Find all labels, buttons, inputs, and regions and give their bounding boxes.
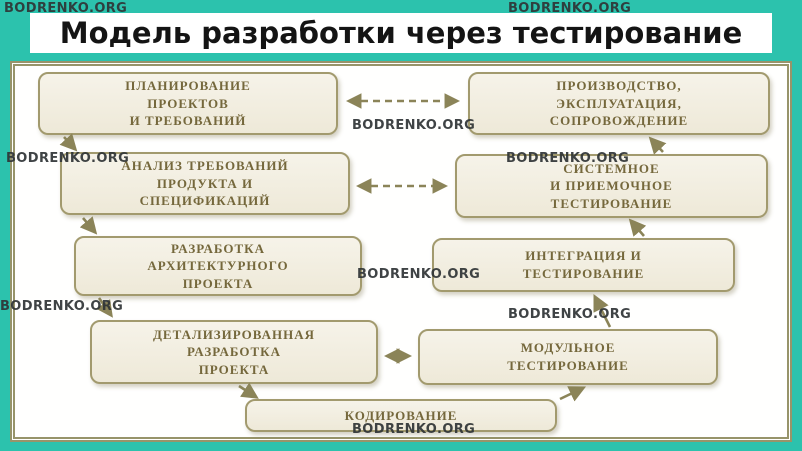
watermark: BODRENKO.ORG [357, 267, 481, 282]
box-production: ПРОИЗВОДСТВО, ЭКСПЛУАТАЦИЯ, СОПРОВОЖДЕНИ… [468, 72, 770, 135]
box-architecture-design: РАЗРАБОТКА АРХИТЕКТУРНОГО ПРОЕКТА [74, 236, 362, 296]
box-system-testing-label: СИСТЕМНОЕ И ПРИЕМОЧНОЕ ТЕСТИРОВАНИЕ [550, 160, 673, 211]
watermark: BODRENKO.ORG [508, 1, 632, 16]
box-planning: ПЛАНИРОВАНИЕ ПРОЕКТОВ И ТРЕБОВАНИЙ [38, 72, 338, 135]
box-production-label: ПРОИЗВОДСТВО, ЭКСПЛУАТАЦИЯ, СОПРОВОЖДЕНИ… [549, 78, 689, 129]
title-strip: Модель разработки через тестирование [30, 13, 772, 53]
box-coding-label: КОДИРОВАНИЕ [344, 407, 458, 423]
box-detailed-design: ДЕТАЛИЗИРОВАННАЯ РАЗРАБОТКА ПРОЕКТА [90, 320, 378, 384]
watermark: BODRENKO.ORG [0, 299, 124, 314]
box-architecture-design-label: РАЗРАБОТКА АРХИТЕКТУРНОГО ПРОЕКТА [147, 240, 289, 291]
box-coding: КОДИРОВАНИЕ [245, 399, 557, 432]
box-planning-label: ПЛАНИРОВАНИЕ ПРОЕКТОВ И ТРЕБОВАНИЙ [125, 78, 251, 129]
watermark: BODRENKO.ORG [506, 151, 630, 166]
slide-title: Модель разработки через тестирование [59, 16, 743, 50]
watermark: BODRENKO.ORG [4, 1, 128, 16]
box-module-testing-label: МОДУЛЬНОЕ ТЕСТИРОВАНИЕ [507, 340, 629, 373]
box-requirements-analysis-label: АНАЛИЗ ТРЕБОВАНИЙ ПРОДУКТА И СПЕЦИФИКАЦИ… [121, 158, 289, 209]
watermark: BODRENKO.ORG [6, 151, 130, 166]
box-system-testing: СИСТЕМНОЕ И ПРИЕМОЧНОЕ ТЕСТИРОВАНИЕ [455, 154, 768, 218]
box-integration-testing-label: ИНТЕГРАЦИЯ И ТЕСТИРОВАНИЕ [522, 248, 645, 281]
watermark: BODRENKO.ORG [352, 422, 476, 437]
box-integration-testing: ИНТЕГРАЦИЯ И ТЕСТИРОВАНИЕ [432, 238, 735, 292]
watermark: BODRENKO.ORG [508, 307, 632, 322]
watermark: BODRENKO.ORG [352, 118, 476, 133]
box-requirements-analysis: АНАЛИЗ ТРЕБОВАНИЙ ПРОДУКТА И СПЕЦИФИКАЦИ… [60, 152, 350, 215]
box-detailed-design-label: ДЕТАЛИЗИРОВАННАЯ РАЗРАБОТКА ПРОЕКТА [152, 326, 315, 377]
box-module-testing: МОДУЛЬНОЕ ТЕСТИРОВАНИЕ [418, 329, 718, 385]
